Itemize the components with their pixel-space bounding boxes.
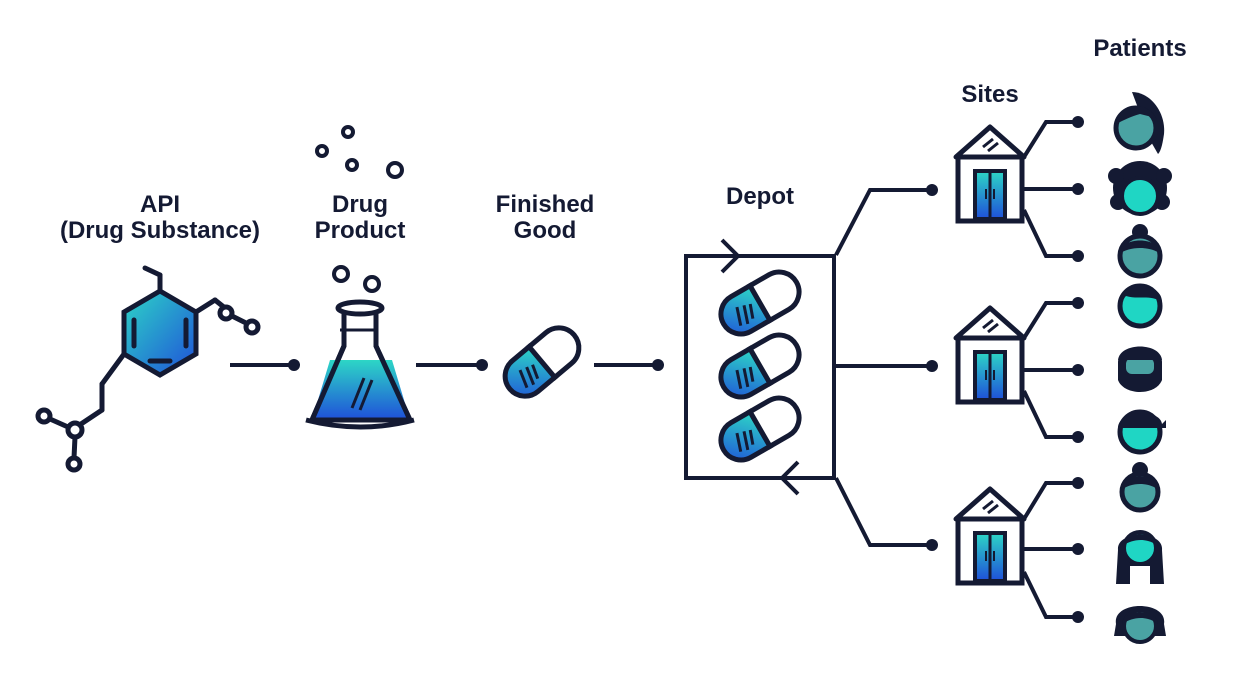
connector-drug-product-finished-good xyxy=(416,359,488,371)
label-depot: Depot xyxy=(726,183,794,210)
label-finished-good: Finished Good xyxy=(495,191,595,244)
connector-api-drug-product xyxy=(230,359,300,371)
label-sites: Sites xyxy=(961,81,1019,108)
patient-face-icon xyxy=(1114,606,1166,644)
patient-face-icon xyxy=(1113,92,1165,154)
flask-icon xyxy=(305,125,415,430)
patient-face-icon xyxy=(1117,409,1166,455)
connector-finished-good-depot xyxy=(594,359,664,371)
patient-face-icon xyxy=(1116,530,1164,584)
site-building-3 xyxy=(956,489,1024,583)
depot-box-icon xyxy=(684,238,836,496)
label-patients: Patients xyxy=(1093,35,1187,62)
patient-face-icon xyxy=(1117,283,1163,329)
capsule-icon xyxy=(497,320,587,405)
connectors-sites-patients xyxy=(1022,120,1076,619)
connectors-depot-sites xyxy=(834,188,930,547)
label-api: API (Drug Substance) xyxy=(59,191,260,244)
label-drug-product: Drug Product xyxy=(314,191,406,244)
patient-face-icon xyxy=(1119,462,1161,513)
patient-face-icon xyxy=(1118,346,1162,392)
molecule-icon xyxy=(35,265,261,473)
site-building-1 xyxy=(956,127,1024,221)
patient-face-icon xyxy=(1117,224,1163,279)
patient-face-icon xyxy=(1108,161,1172,216)
site-building-2 xyxy=(956,308,1024,402)
